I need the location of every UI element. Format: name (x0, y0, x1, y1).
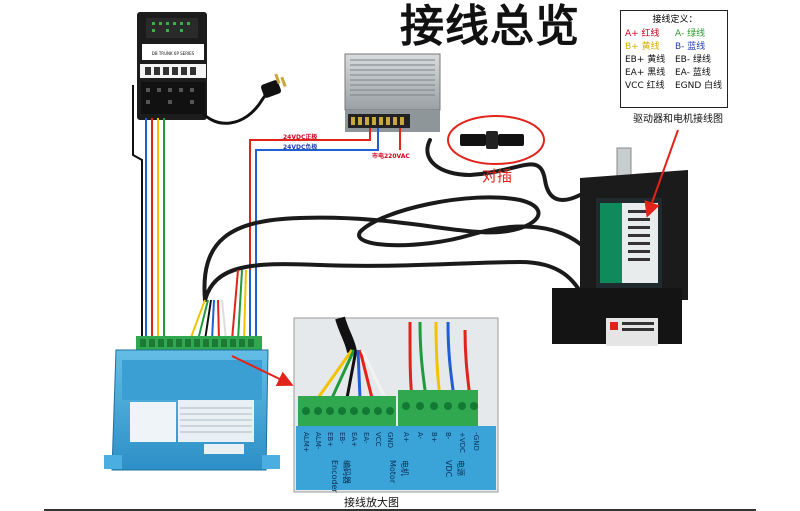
stepper-motor (552, 147, 688, 346)
legend-entry: B+ 黄线 (625, 42, 660, 52)
mains-voltage-label: 市电220VAC (372, 152, 410, 160)
wire-color-legend: 接线定义： A+ 红线 A- 绿线 B+ 黄线 B- 蓝线 EB+ 黄线 EB- 绿线 EA… (620, 10, 728, 108)
legend-entry: EB+ 黄线 (625, 55, 666, 65)
zoom-inset (293, 316, 499, 493)
power-supply (344, 53, 441, 132)
legend-entry: EB- 绿线 (675, 55, 711, 65)
terminal-label: A+ (402, 432, 410, 443)
legend-row: B+ 黄线 B- 蓝线 (625, 41, 725, 54)
motor-cable (202, 138, 587, 302)
page-title: 接线总览 (400, 1, 580, 52)
terminal-label: B+ (430, 432, 438, 443)
terminal-label: ALM- (314, 432, 322, 450)
legend-entry: A- 绿线 (675, 29, 706, 39)
terminal-group-label: Encoder (330, 460, 339, 493)
legend-caption: 驱动器和电机接线图 (633, 114, 723, 125)
legend-row: EA+ 黑线 EA- 蓝线 (625, 67, 725, 80)
legend-entry: A+ 红线 (625, 29, 660, 39)
terminal-group-label: 电机 (400, 460, 410, 476)
zoom-caption: 接线放大图 (344, 496, 399, 509)
terminal-label: EB+ (326, 432, 334, 447)
controller-unit: DB TRUNK 6P SERIES (137, 12, 207, 120)
terminal-label: +VDC (458, 432, 466, 453)
legend-entry: EA+ 黑线 (625, 68, 666, 78)
mating-connector-label: 对插 (482, 167, 512, 185)
terminal-label: EA- (362, 432, 370, 444)
terminal-group-label: VDC (444, 460, 453, 478)
legend-row: A+ 红线 A- 绿线 (625, 28, 725, 41)
legend-row: EB+ 黄线 EB- 绿线 (625, 54, 725, 67)
mating-connector (447, 115, 545, 165)
terminal-group-label: Motor (388, 460, 397, 484)
motor-label-arrow (644, 129, 679, 218)
terminal-label: -GND (472, 432, 480, 451)
terminal-label: ALM+ (302, 432, 310, 453)
controller-label: DB TRUNK 6P SERIES (152, 51, 195, 56)
mains-plug-icon (260, 73, 287, 98)
legend-row: VCC 红线 EGND 白线 (625, 80, 725, 93)
legend-entry: EGND 白线 (675, 81, 723, 91)
zoom-pointer-arrow (231, 355, 294, 386)
driver-terminal-wires (189, 269, 251, 341)
legend-entry: EA- 蓝线 (675, 68, 711, 78)
terminal-group-label: 电源 (456, 460, 466, 476)
legend-title: 接线定义： (652, 15, 698, 25)
dc-negative-label: 24VDC负极 (283, 143, 318, 151)
terminal-label: GND (386, 432, 394, 448)
terminal-label: A- (416, 432, 424, 440)
legend-entry: VCC 红线 (625, 81, 665, 91)
zoom-terminal-labels: ALM+ ALM- EB+ EB- EA+ EA- VCC GND A+ A- B+ B- +VDC -G… (302, 432, 480, 453)
controller-signal-wires (132, 85, 165, 340)
bottom-divider (44, 509, 756, 511)
terminal-label: EA+ (350, 432, 358, 447)
terminal-label: EB- (338, 432, 346, 444)
terminal-label: B- (444, 432, 452, 440)
terminal-label: VCC (374, 432, 382, 447)
dc-power-wires (249, 128, 401, 340)
mains-cable (198, 90, 271, 125)
legend-entry: B- 蓝线 (675, 42, 706, 52)
stepper-driver (104, 336, 280, 471)
terminal-group-label: 编码器 (342, 460, 352, 484)
dc-positive-label: 24VDC正极 (283, 133, 318, 141)
